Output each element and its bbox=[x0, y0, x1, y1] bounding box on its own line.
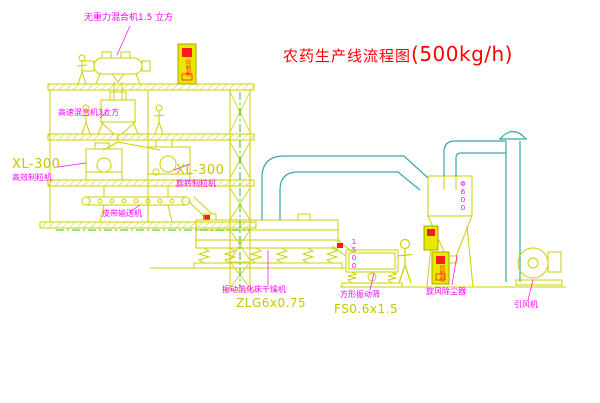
label-high-speed-mixer: 高速混合机3立方 bbox=[58, 108, 120, 117]
diagram-title: 农药生产线流程图 (500kg/h) bbox=[283, 44, 513, 64]
belt-conveyor-drawing bbox=[81, 196, 191, 223]
dimension-sieve-length: 1500 bbox=[350, 238, 358, 270]
exhaust-duct bbox=[261, 155, 429, 220]
label-dryer-name: 振动流化床干燥机 bbox=[222, 285, 286, 294]
centerlines bbox=[56, 92, 250, 288]
granulator-center-drawing bbox=[147, 139, 191, 181]
label-gravity-mixer: 无重力混合机1.5 立方 bbox=[84, 13, 174, 23]
leader-lines bbox=[57, 25, 534, 301]
high-speed-mixer-drawing bbox=[97, 91, 139, 135]
person-icon bbox=[153, 104, 165, 135]
label-granulator-center-model: XL-300 bbox=[176, 163, 225, 178]
person-icon bbox=[76, 54, 88, 85]
feed-chute bbox=[187, 196, 213, 220]
label-control-cabinet: 控制柜 bbox=[438, 265, 445, 282]
label-control-cabinet: 控制柜 bbox=[184, 60, 191, 77]
control-cabinet bbox=[423, 225, 439, 251]
induced-draft-fan-drawing bbox=[515, 247, 563, 286]
exhaust-stack bbox=[499, 130, 527, 282]
label-granulator-center-name: 旋转制粒机 bbox=[176, 179, 216, 188]
diagram-title-capacity: (500kg/h) bbox=[411, 42, 513, 66]
gravity-mixer-drawing bbox=[81, 51, 151, 100]
person-icon bbox=[397, 238, 413, 284]
label-fan: 引风机 bbox=[514, 300, 538, 309]
granulator-left-drawing bbox=[85, 142, 123, 181]
diagram-title-text: 农药生产线流程图 bbox=[283, 47, 412, 65]
label-cyclone: 旋风除尘器 bbox=[426, 287, 466, 296]
label-sieve-name: 方形振动筛 bbox=[340, 290, 380, 299]
dimension-cyclone-diameter: Φ600 bbox=[459, 180, 467, 212]
label-granulator-left-name: 高效制粒机 bbox=[12, 173, 52, 182]
stair-tower bbox=[229, 91, 251, 289]
person-icon bbox=[80, 104, 92, 135]
label-granulator-left-model: XL-300 bbox=[12, 157, 61, 172]
label-belt-conveyor: 皮带输送机 bbox=[102, 209, 142, 218]
control-cabinet bbox=[431, 251, 450, 285]
outlet-duct bbox=[443, 140, 506, 176]
label-sieve-model: FS0.6x1.5 bbox=[334, 302, 399, 316]
label-dryer-model: ZLG6x0.75 bbox=[236, 296, 307, 310]
discharge-chutes bbox=[102, 134, 169, 197]
control-cabinet bbox=[177, 43, 197, 85]
ground-lines bbox=[150, 267, 566, 288]
